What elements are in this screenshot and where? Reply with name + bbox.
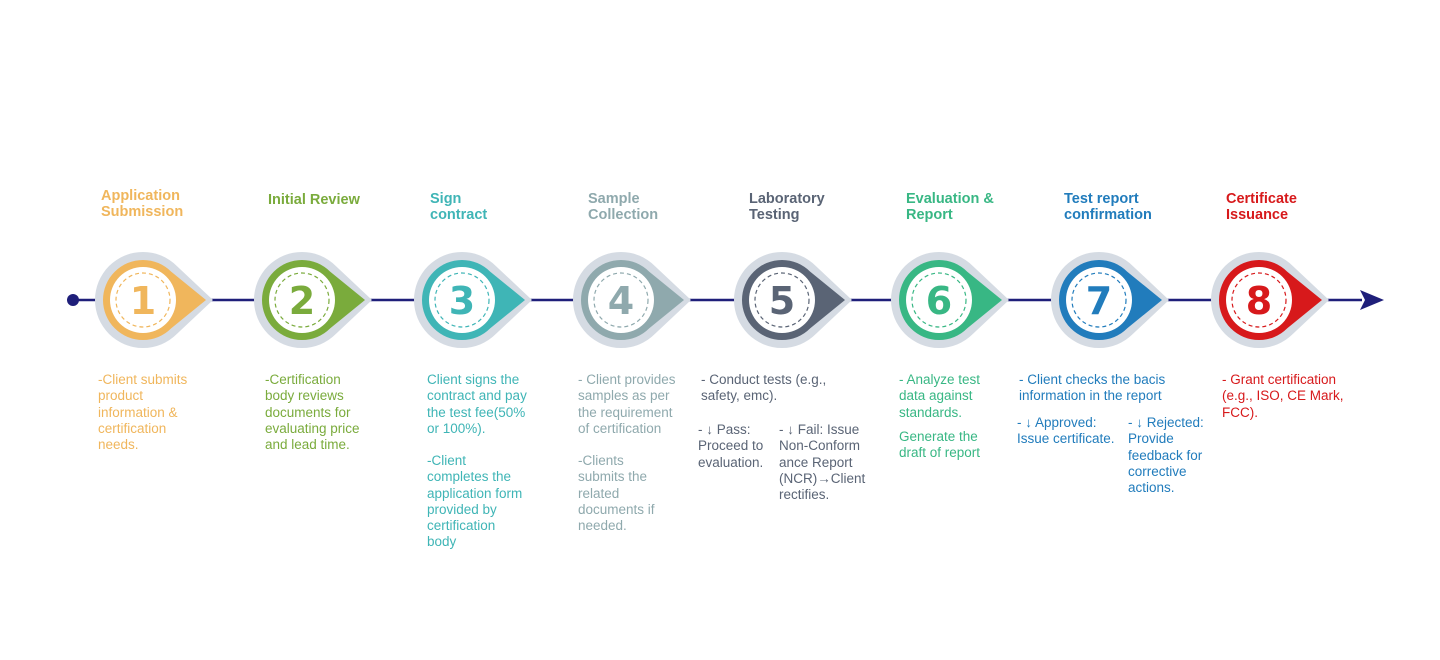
marker-face <box>429 267 495 333</box>
step-3-marker: 3 <box>413 252 532 348</box>
step-3-desc-2: -Client completes the application form p… <box>427 453 523 550</box>
step-7-title: Test report confirmation <box>1064 191 1152 223</box>
step-5-desc-3: - ↓ Fail: Issue Non-Conform ance Report … <box>779 422 866 503</box>
step-5-marker: 5 <box>733 251 852 348</box>
step-2-desc: -Certification body reviews documents fo… <box>265 372 360 453</box>
step-1-marker: 1 <box>94 252 213 349</box>
step-4-desc-2: -Clients submits the related documents i… <box>578 453 655 534</box>
marker-face <box>906 267 972 333</box>
step-7-desc-1: - Client checks the bacis information in… <box>1019 372 1166 404</box>
marker-dashed-ring <box>274 272 330 328</box>
marker-face <box>110 267 176 333</box>
step-7-marker: 7 <box>1050 251 1169 348</box>
step-8-desc: - Grant certification (e.g., ISO, CE Mar… <box>1222 372 1344 420</box>
step-5-desc-1: - Conduct tests (e.g., safety, emc). <box>701 372 827 404</box>
marker-dashed-ring <box>911 272 967 328</box>
step-4-desc-1: - Client provides samples as per the req… <box>578 372 676 436</box>
step-6-title: Evaluation & Report <box>906 191 994 223</box>
step-6-desc-2: Generate the draft of report <box>899 429 981 461</box>
step-2-title: Initial Review <box>268 192 360 208</box>
step-4-title: Sample Collection <box>588 191 659 223</box>
marker-dashed-ring <box>1071 272 1127 328</box>
step-5-number: 5 <box>769 279 795 323</box>
step-6-desc-1: - Analyze test data against standards. <box>899 372 981 420</box>
step-4-number: 4 <box>608 279 634 323</box>
timeline-arrow-head <box>1360 290 1384 310</box>
marker-dashed-ring <box>115 272 171 328</box>
marker-face <box>269 267 335 333</box>
marker-dashed-ring <box>593 272 649 328</box>
timeline-start-dot <box>67 294 79 306</box>
step-6-number: 6 <box>926 279 952 323</box>
marker-face <box>1066 267 1132 333</box>
step-7-number: 7 <box>1086 279 1112 323</box>
step-2-marker: 2 <box>253 252 372 348</box>
marker-face <box>749 267 815 333</box>
step-8-number: 8 <box>1246 279 1272 323</box>
step-5-title: Laboratory Testing <box>749 191 825 223</box>
step-1-number: 1 <box>130 279 156 323</box>
marker-dashed-ring <box>434 272 490 328</box>
marker-face <box>1226 267 1292 333</box>
step-8-marker: 8 <box>1210 251 1329 348</box>
step-2-number: 2 <box>289 279 315 323</box>
marker-dashed-ring <box>754 272 810 328</box>
step-4-marker: 4 <box>572 252 691 348</box>
step-1-title: Application Submission <box>101 188 184 220</box>
step-1-desc: -Client submits product information & ce… <box>98 372 188 453</box>
marker-face <box>588 267 654 333</box>
marker-dashed-ring <box>1231 272 1287 328</box>
step-7-desc-3: - ↓ Rejected: Provide feedback for corre… <box>1128 415 1204 496</box>
step-3-number: 3 <box>449 279 475 323</box>
step-3-desc-1: Client signs the contract and pay the te… <box>427 372 527 436</box>
step-7-desc-2: - ↓ Approved: Issue certificate. <box>1017 415 1115 447</box>
step-5-desc-2: - ↓ Pass: Proceed to evaluation. <box>698 422 764 470</box>
step-3-title: Sign contract <box>430 191 488 223</box>
step-6-marker: 6 <box>890 251 1009 348</box>
step-8-title: Certificate Issuance <box>1226 191 1297 223</box>
